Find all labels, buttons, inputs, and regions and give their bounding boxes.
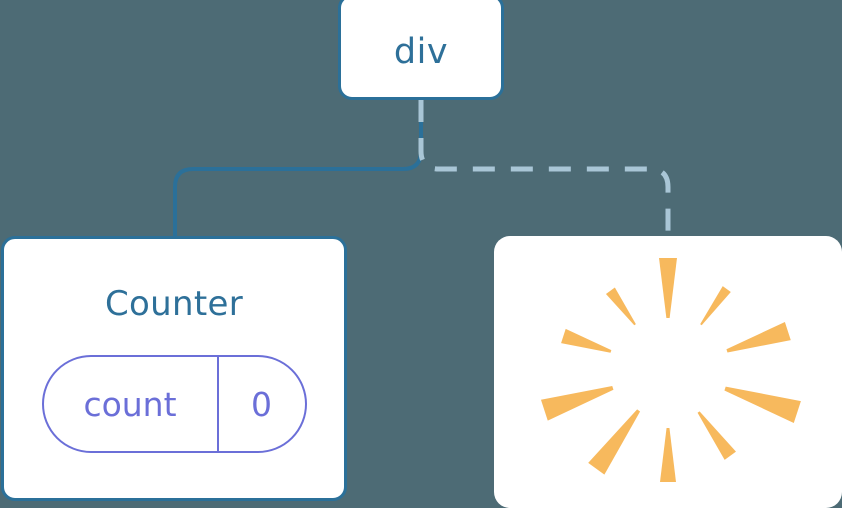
sparkle-burst-icon [540, 258, 801, 482]
node-div-label: div [393, 31, 449, 72]
sparkle-ray-2 [700, 286, 731, 326]
sparkle-ray-4 [724, 386, 801, 423]
sparkle-ray-7 [588, 409, 641, 475]
sparkle-ray-3 [726, 322, 791, 353]
node-sparkle[interactable] [494, 236, 842, 508]
sparkle-ray-10 [605, 287, 636, 326]
sparkle-ray-9 [561, 328, 612, 353]
node-counter-label: Counter [105, 284, 243, 324]
state-pill-key: count [44, 357, 219, 451]
node-div[interactable]: div [338, 0, 504, 100]
node-counter[interactable]: Counter count 0 [1, 236, 347, 501]
sparkle-ray-5 [697, 411, 736, 460]
sparkle-ray-8 [540, 386, 614, 421]
sparkle-ray-6 [660, 428, 676, 482]
state-pill-value: 0 [251, 384, 272, 424]
sparkle-ray-1 [659, 258, 677, 318]
connector-div-to-counter [173, 100, 423, 239]
state-pill-count[interactable]: count 0 [41, 355, 307, 453]
connector-div-to-sparkle [418, 100, 671, 239]
